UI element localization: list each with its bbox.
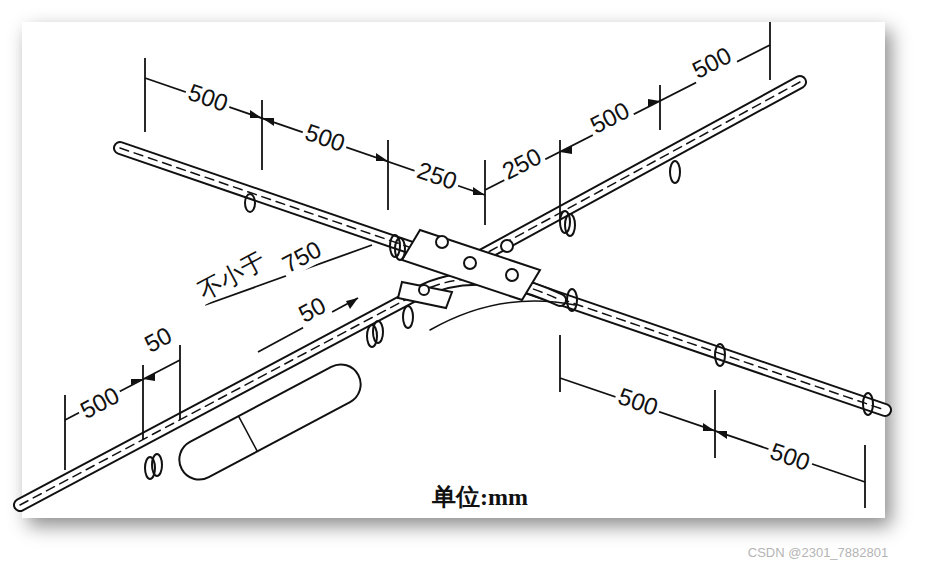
unit-note: 单位:mm [428, 484, 532, 510]
watermark: CSDN @2301_7882801 [745, 546, 891, 560]
